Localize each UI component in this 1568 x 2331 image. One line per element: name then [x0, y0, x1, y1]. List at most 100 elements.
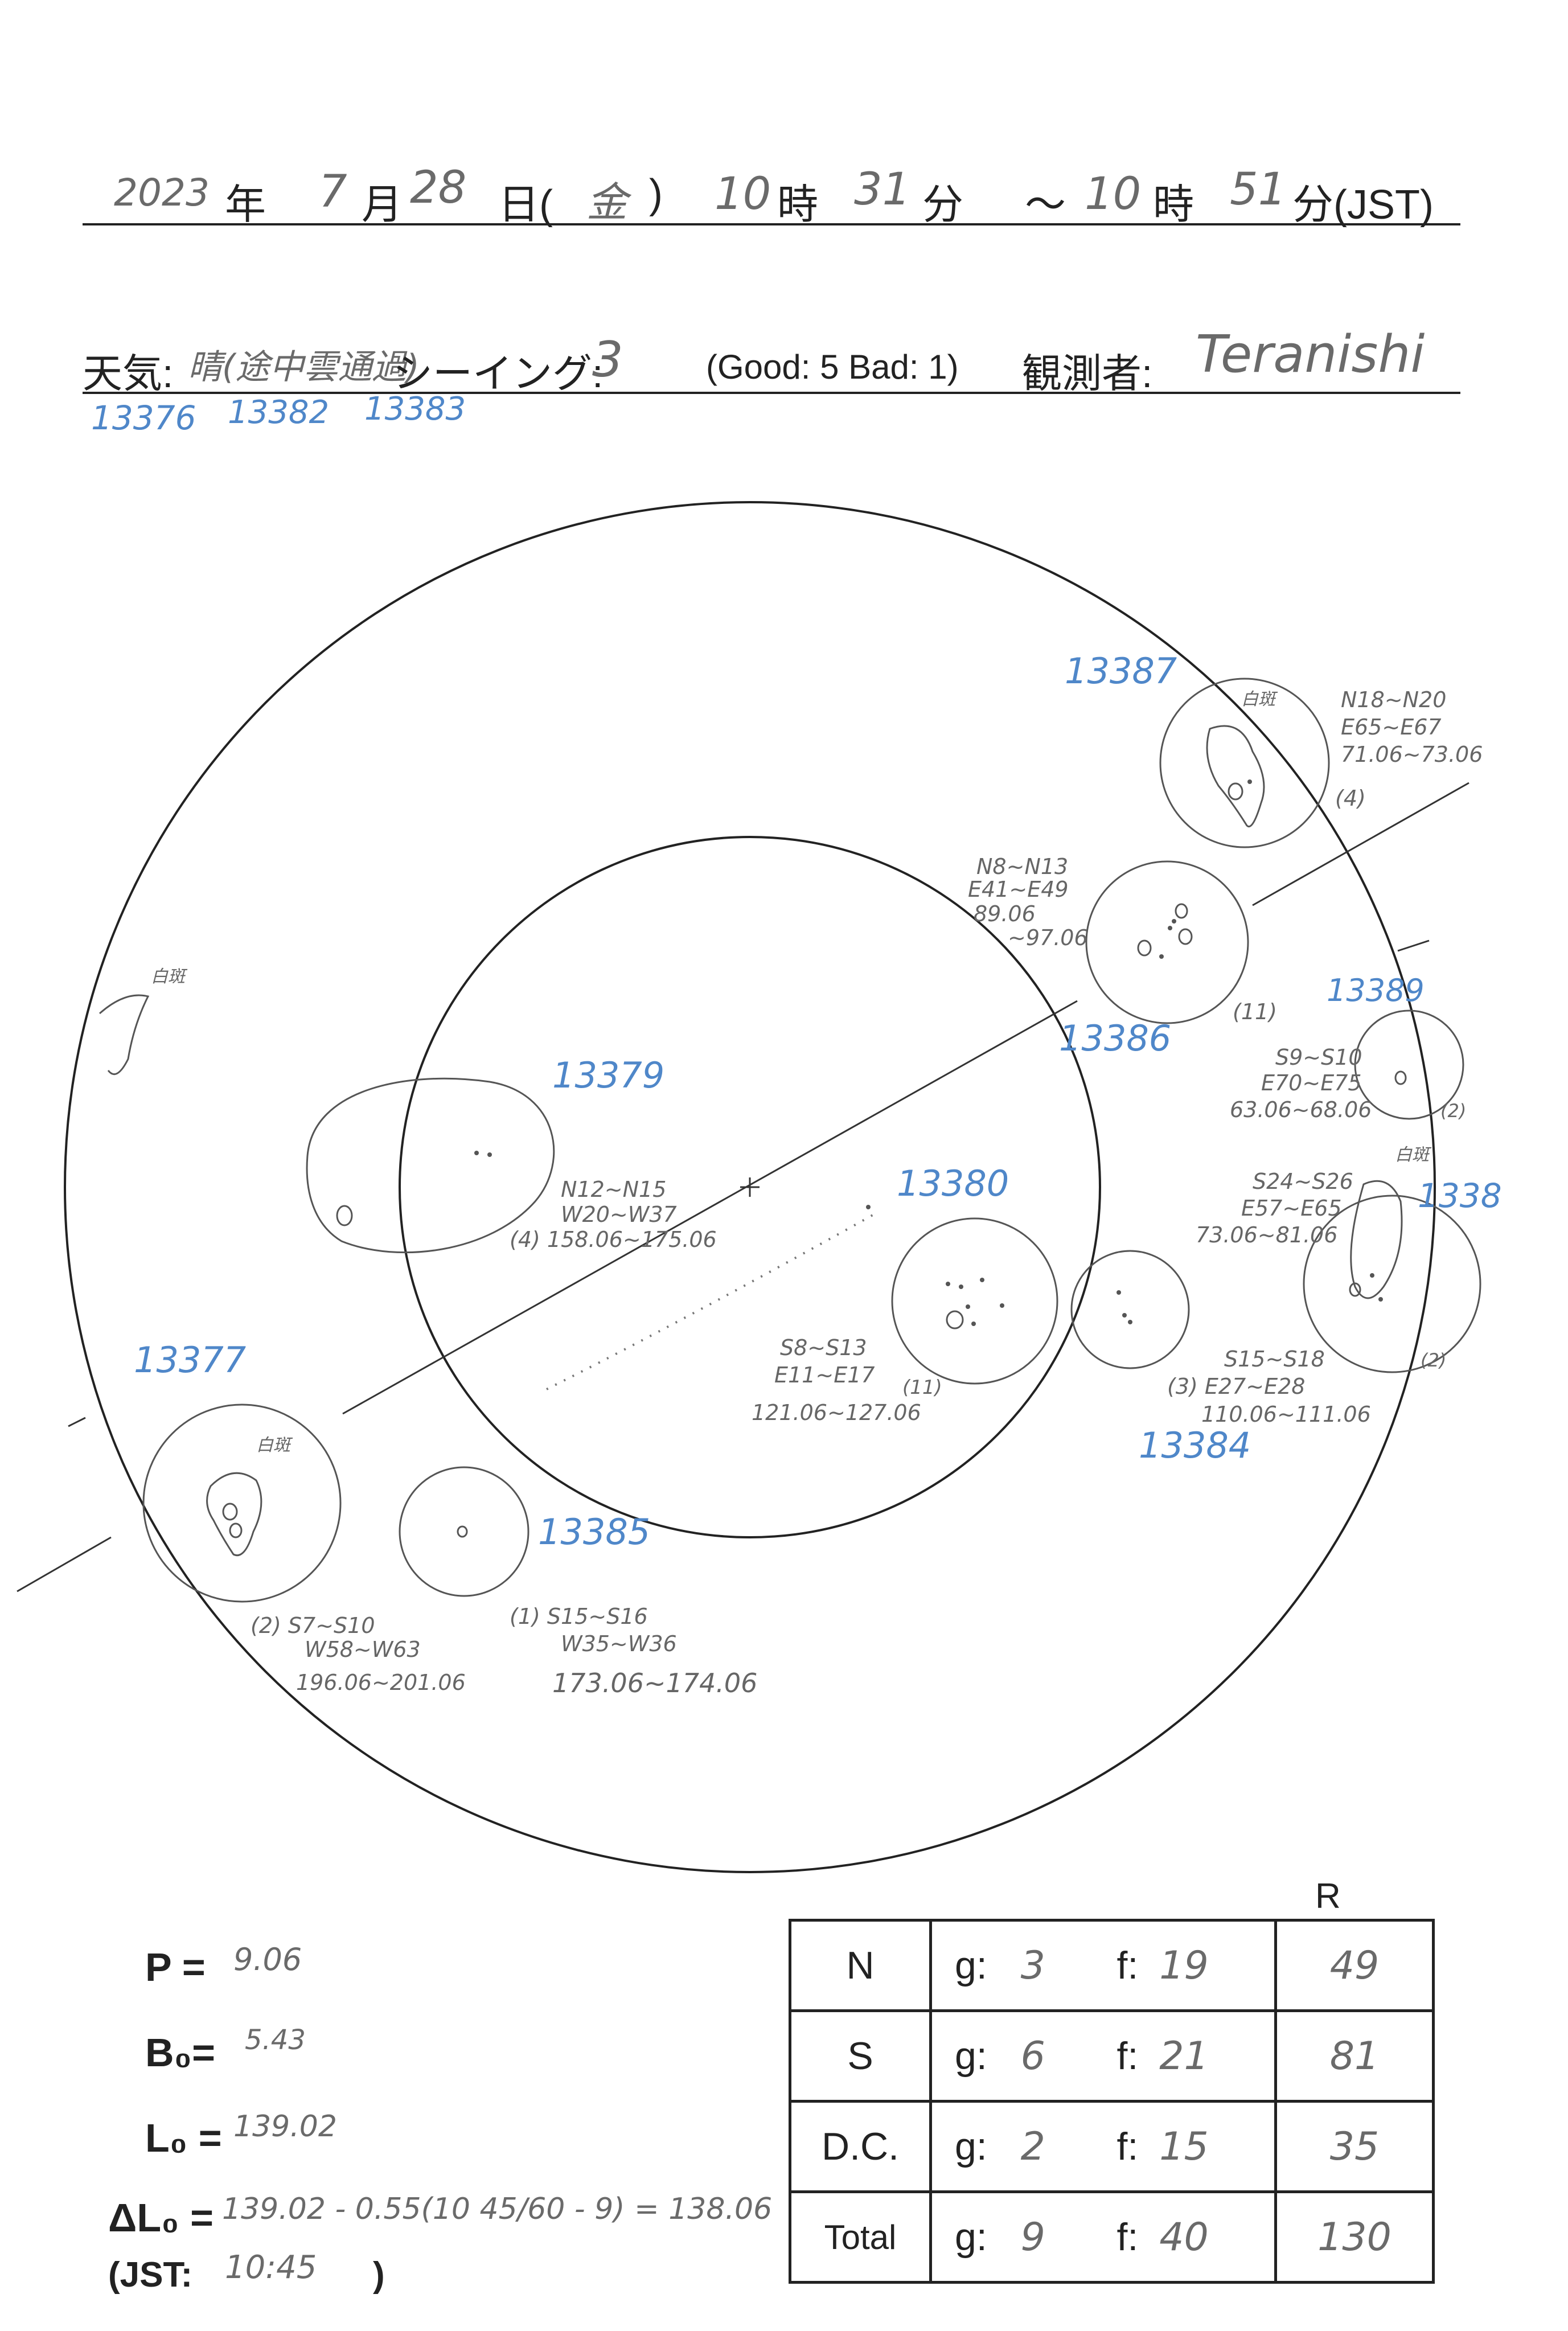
sunspot-13387 — [1228, 782, 1243, 801]
start-hour-unit: 時 — [777, 182, 819, 228]
group-count: 3 — [1020, 1943, 1045, 1988]
annotation-13379-carrington: (4) 158.06~175.06 — [510, 1227, 717, 1252]
relative-number-cell: 130 — [1274, 2190, 1435, 2284]
month-value: 7 — [319, 166, 347, 217]
pore-13380-f — [971, 1322, 976, 1326]
hemisphere-cell: N — [789, 1919, 932, 2012]
end-hour-value: 10 — [1085, 169, 1142, 220]
faculae-13387-outline — [1206, 725, 1265, 828]
time-range-tilde: ～ — [1025, 182, 1066, 228]
l0-value: 139.02 — [233, 2110, 337, 2144]
region-number-13380: 13380 — [897, 1163, 1009, 1204]
annotation-13386-carrington-start: 89.06 — [974, 901, 1036, 926]
region-13389-circle — [1354, 1009, 1464, 1120]
annotation-13387-count: (4) — [1335, 786, 1366, 811]
seeing-label: シーイング: — [393, 351, 604, 396]
p-angle-value: 9.06 — [233, 1942, 302, 1977]
pore-13388-a — [1370, 1273, 1374, 1278]
group-spot-cell: g: 9 f: 40 — [929, 2190, 1277, 2284]
pore-13379-a — [474, 1151, 479, 1155]
f-label: f: — [1117, 2124, 1139, 2168]
hemisphere-cell: S — [789, 2009, 932, 2103]
jst-value: 10:45 — [225, 2249, 317, 2286]
year-unit: 年 — [225, 182, 266, 228]
end-hour-unit: 時 — [1153, 182, 1195, 228]
jst-close: ) — [373, 2255, 385, 2295]
solar-disk-drawing: 13387 13379 13386 13389 13380 1338 13377… — [17, 501, 1502, 1873]
spot-count: 21 — [1159, 2033, 1209, 2079]
pore-13380-a — [946, 1282, 950, 1286]
region-13387-circle — [1159, 678, 1330, 848]
group-count: 6 — [1020, 2033, 1045, 2079]
sunspot-count-table: N g: 3 f: 19 49 S g: 6 f: 21 81 D.C. g: … — [789, 1919, 1435, 2284]
faculae-label-east-limb: 白斑 — [151, 967, 188, 987]
annotation-13377-carrington: 196.06~201.06 — [296, 1670, 466, 1695]
conditions-underline — [83, 392, 1460, 394]
pore-13384-b — [1122, 1313, 1127, 1318]
g-label: g: — [955, 2034, 987, 2078]
annotation-13388-latitude: S24~S26 — [1253, 1169, 1353, 1194]
spot-count: 40 — [1159, 2214, 1209, 2260]
equator-axis-extension-left — [17, 1536, 112, 1593]
faculae-label-13388: 白斑 — [1395, 1145, 1432, 1165]
limb-tick-right — [1397, 939, 1430, 952]
faculae-label-13387: 白斑 — [1241, 690, 1278, 709]
region-13385-circle — [399, 1466, 529, 1597]
hemisphere-cell: Total — [789, 2190, 932, 2284]
region-number-13377: 13377 — [134, 1339, 246, 1381]
annotation-13387-carrington: 71.06~73.06 — [1341, 742, 1483, 767]
pore-13388-b — [1378, 1297, 1383, 1302]
pore-trail-end — [866, 1205, 871, 1209]
header-underline — [83, 223, 1460, 225]
region-number-13384: 13384 — [1139, 1425, 1251, 1466]
annotation-13388-count: (2) — [1421, 1349, 1446, 1371]
l0-label: L₀ = — [145, 2116, 222, 2160]
edge-region-13382: 13382 — [228, 394, 330, 431]
inner-reference-circle — [399, 836, 1101, 1538]
sunspot-13377-b — [229, 1522, 243, 1538]
annotation-13380-carrington: 121.06~127.06 — [752, 1400, 921, 1425]
annotation-13389-latitude: S9~S10 — [1275, 1045, 1362, 1070]
observer-value: Teranishi — [1196, 325, 1425, 384]
pore-13380-d — [966, 1304, 970, 1309]
limb-tick-left — [68, 1417, 86, 1427]
region-13380-circle — [891, 1217, 1058, 1385]
faculae-label-13377: 白斑 — [256, 1435, 293, 1455]
annotation-13385-carrington: 173.06~174.06 — [552, 1668, 757, 1698]
weather-label: 天気: — [83, 351, 174, 396]
relative-number-cell: 35 — [1274, 2100, 1435, 2193]
relative-number-cell: 49 — [1274, 1919, 1435, 2012]
annotation-13386-longitude: E41~E49 — [968, 877, 1069, 902]
sunspot-13386-b — [1178, 928, 1193, 945]
edge-region-13376: 13376 — [91, 399, 196, 437]
region-number-13379: 13379 — [552, 1054, 664, 1096]
group-count: 2 — [1020, 2124, 1045, 2169]
region-13388-circle — [1303, 1195, 1481, 1373]
year-value: 2023 — [114, 171, 210, 215]
annotation-13386-latitude: N8~N13 — [976, 854, 1068, 879]
region-13377-circle — [142, 1403, 342, 1603]
annotation-13386-count: (11) — [1233, 999, 1277, 1024]
region-13384-circle — [1070, 1250, 1190, 1369]
seeing-value: 3 — [592, 331, 623, 388]
region-13379-outline — [306, 1077, 555, 1254]
table-row: N g: 3 f: 19 49 — [789, 1919, 1435, 2012]
g-label: g: — [955, 2124, 987, 2168]
weekday-close: ) — [649, 171, 663, 217]
group-spot-cell: g: 6 f: 21 — [929, 2009, 1277, 2103]
weather-value: 晴(途中雲通過) — [188, 347, 420, 387]
sunspot-13389 — [1394, 1070, 1407, 1085]
weekday-value: 金 — [586, 178, 628, 226]
sunspot-13388 — [1349, 1282, 1361, 1297]
day-value: 28 — [410, 162, 467, 214]
annotation-13385-latitude: (1) S15~S16 — [510, 1604, 648, 1629]
g-label: g: — [955, 2215, 987, 2259]
sunspot-13386-c — [1137, 939, 1152, 957]
sunspot-13380 — [946, 1310, 964, 1329]
annotation-13380-latitude: S8~S13 — [780, 1335, 867, 1360]
observer-label: 観測者: — [1022, 351, 1153, 396]
pore-13380-c — [980, 1278, 984, 1282]
table-row: D.C. g: 2 f: 15 35 — [789, 2100, 1435, 2193]
sunspot-13379 — [336, 1205, 353, 1226]
solar-disk-outline — [64, 501, 1436, 1873]
